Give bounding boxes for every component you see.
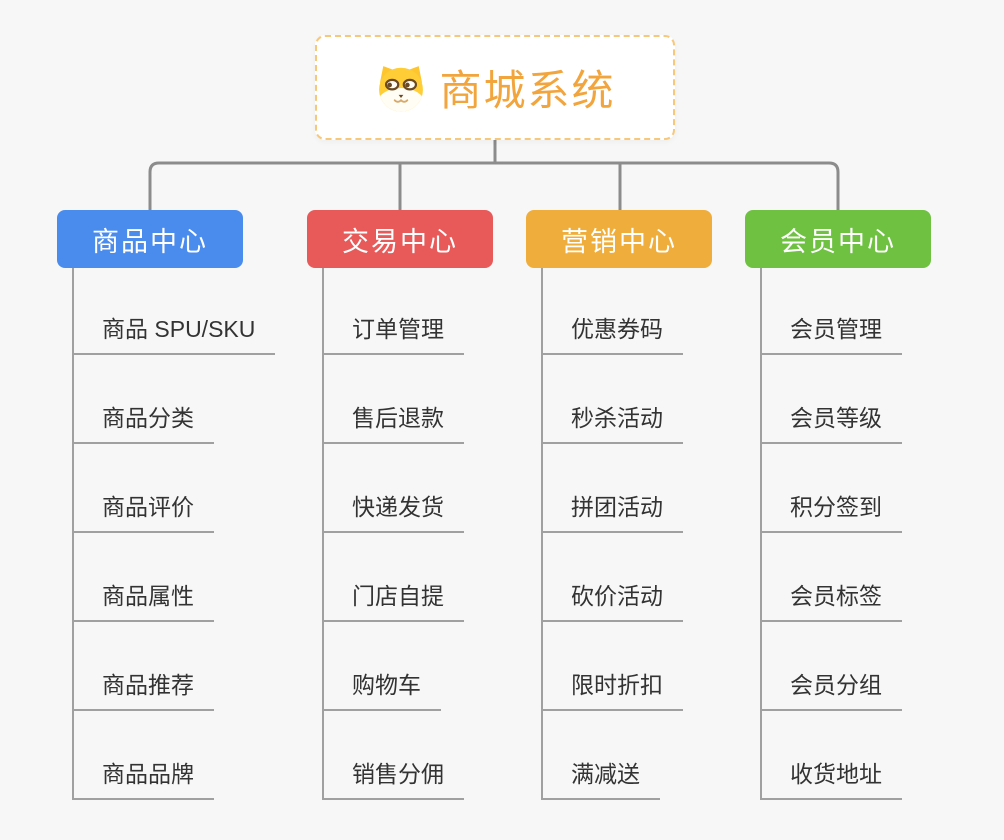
leaf-label: 购物车 [322, 666, 441, 711]
leaf-node[interactable]: 快递发货 [322, 444, 552, 533]
branch-column: 商品中心商品 SPU/SKU 商品分类商品评价商品属性商品推荐商品品牌 [57, 210, 302, 800]
leaf-label: 会员管理 [760, 310, 902, 355]
leaf-node[interactable]: 订单管理 [322, 268, 552, 355]
leaf-label: 优惠券码 [541, 310, 683, 355]
leaf-label: 会员等级 [760, 399, 902, 444]
leaf-label: 拼团活动 [541, 488, 683, 533]
leaf-node[interactable]: 售后退款 [322, 355, 552, 444]
leaf-node[interactable]: 限时折扣 [541, 622, 771, 711]
leaf-node[interactable]: 销售分佣 [322, 711, 552, 800]
leaf-node[interactable]: 秒杀活动 [541, 355, 771, 444]
leaf-list: 会员管理会员等级积分签到会员标签会员分组收货地址 [760, 268, 990, 800]
branch-label: 营销中心 [561, 226, 677, 257]
leaf-node[interactable]: 会员等级 [760, 355, 990, 444]
root-node[interactable]: 商城系统 [315, 35, 675, 140]
leaf-label: 商品 SPU/SKU [72, 310, 276, 355]
leaf-label: 收货地址 [760, 755, 902, 800]
leaf-label: 限时折扣 [541, 666, 683, 711]
leaf-label: 商品分类 [72, 399, 214, 444]
leaf-node[interactable]: 收货地址 [760, 711, 990, 800]
branch-label: 交易中心 [342, 226, 458, 257]
leaf-label: 砍价活动 [541, 577, 683, 622]
leaf-node[interactable]: 门店自提 [322, 533, 552, 622]
leaf-label: 秒杀活动 [541, 399, 683, 444]
leaf-label: 商品评价 [72, 488, 214, 533]
leaf-node[interactable]: 优惠券码 [541, 268, 771, 355]
leaf-label: 快递发货 [322, 488, 464, 533]
dog-face-icon [379, 65, 424, 112]
branch-label: 会员中心 [780, 226, 896, 257]
leaf-label: 会员分组 [760, 666, 902, 711]
leaf-node[interactable]: 购物车 [322, 622, 552, 711]
branch-node[interactable]: 会员中心 [745, 210, 931, 268]
leaf-node[interactable]: 商品评价 [72, 444, 302, 533]
branch-node[interactable]: 商品中心 [57, 210, 243, 268]
leaf-label: 销售分佣 [322, 755, 464, 800]
leaf-label: 售后退款 [322, 399, 464, 444]
leaf-node[interactable]: 商品属性 [72, 533, 302, 622]
leaf-node[interactable]: 商品分类 [72, 355, 302, 444]
leaf-node[interactable]: 积分签到 [760, 444, 990, 533]
root-title: 商城系统 [439, 67, 616, 114]
leaf-node[interactable]: 会员管理 [760, 268, 990, 355]
leaf-node[interactable]: 商品推荐 [72, 622, 302, 711]
leaf-list: 商品 SPU/SKU 商品分类商品评价商品属性商品推荐商品品牌 [72, 268, 302, 800]
leaf-label: 会员标签 [760, 577, 902, 622]
leaf-node[interactable]: 砍价活动 [541, 533, 771, 622]
leaf-label: 商品品牌 [72, 755, 214, 800]
branch-column: 会员中心会员管理会员等级积分签到会员标签会员分组收货地址 [745, 210, 990, 800]
leaf-label: 订单管理 [322, 310, 464, 355]
leaf-label: 商品推荐 [72, 666, 214, 711]
leaf-list: 优惠券码秒杀活动拼团活动砍价活动限时折扣满减送 [541, 268, 771, 800]
branch-column: 营销中心优惠券码秒杀活动拼团活动砍价活动限时折扣满减送 [526, 210, 771, 800]
branch-label: 商品中心 [92, 226, 208, 257]
leaf-label: 积分签到 [760, 488, 902, 533]
leaf-node[interactable]: 商品品牌 [72, 711, 302, 800]
leaf-label: 满减送 [541, 755, 660, 800]
leaf-node[interactable]: 会员标签 [760, 533, 990, 622]
leaf-node[interactable]: 满减送 [541, 711, 771, 800]
leaf-list: 订单管理售后退款快递发货门店自提购物车销售分佣 [322, 268, 552, 800]
leaf-label: 门店自提 [322, 577, 464, 622]
branch-node[interactable]: 交易中心 [307, 210, 493, 268]
branch-node[interactable]: 营销中心 [526, 210, 712, 268]
branch-rail-line [148, 161, 840, 211]
branch-column: 交易中心订单管理售后退款快递发货门店自提购物车销售分佣 [307, 210, 552, 800]
leaf-node[interactable]: 商品 SPU/SKU [72, 268, 302, 355]
leaf-label: 商品属性 [72, 577, 214, 622]
leaf-node[interactable]: 拼团活动 [541, 444, 771, 533]
leaf-node[interactable]: 会员分组 [760, 622, 990, 711]
